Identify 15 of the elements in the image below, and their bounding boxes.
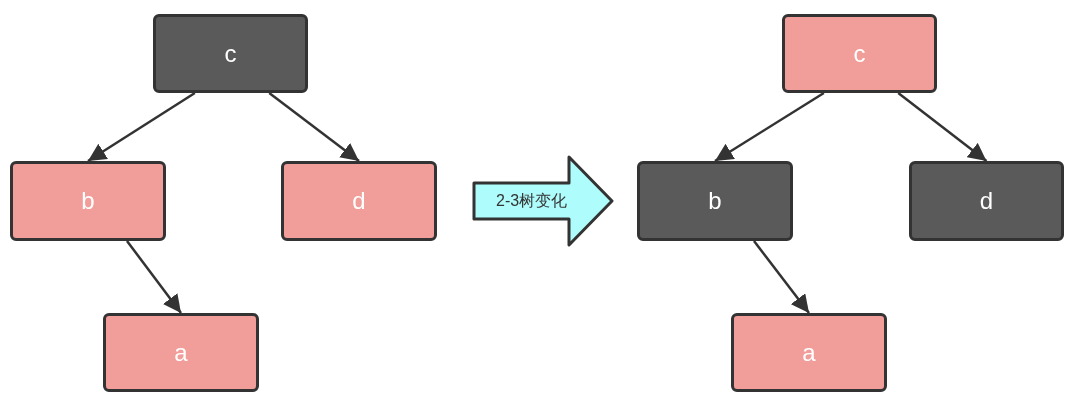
tree-node-box: c xyxy=(153,14,308,93)
tree-node-box: a xyxy=(103,313,259,392)
arrow xyxy=(897,92,988,162)
tree-node-box: a xyxy=(731,313,887,392)
arrow xyxy=(87,91,196,163)
arrow xyxy=(268,92,360,162)
tree-node-box: d xyxy=(281,161,437,241)
tree-node-box: b xyxy=(10,161,166,241)
arrow xyxy=(753,240,810,314)
tree-node-box: c xyxy=(782,14,937,93)
arrow xyxy=(126,240,182,314)
tree-node-box: d xyxy=(909,161,1064,241)
arrow xyxy=(714,91,825,163)
tree-node-box: b xyxy=(637,161,793,241)
edge-label: 2-3树变化 xyxy=(496,191,568,211)
